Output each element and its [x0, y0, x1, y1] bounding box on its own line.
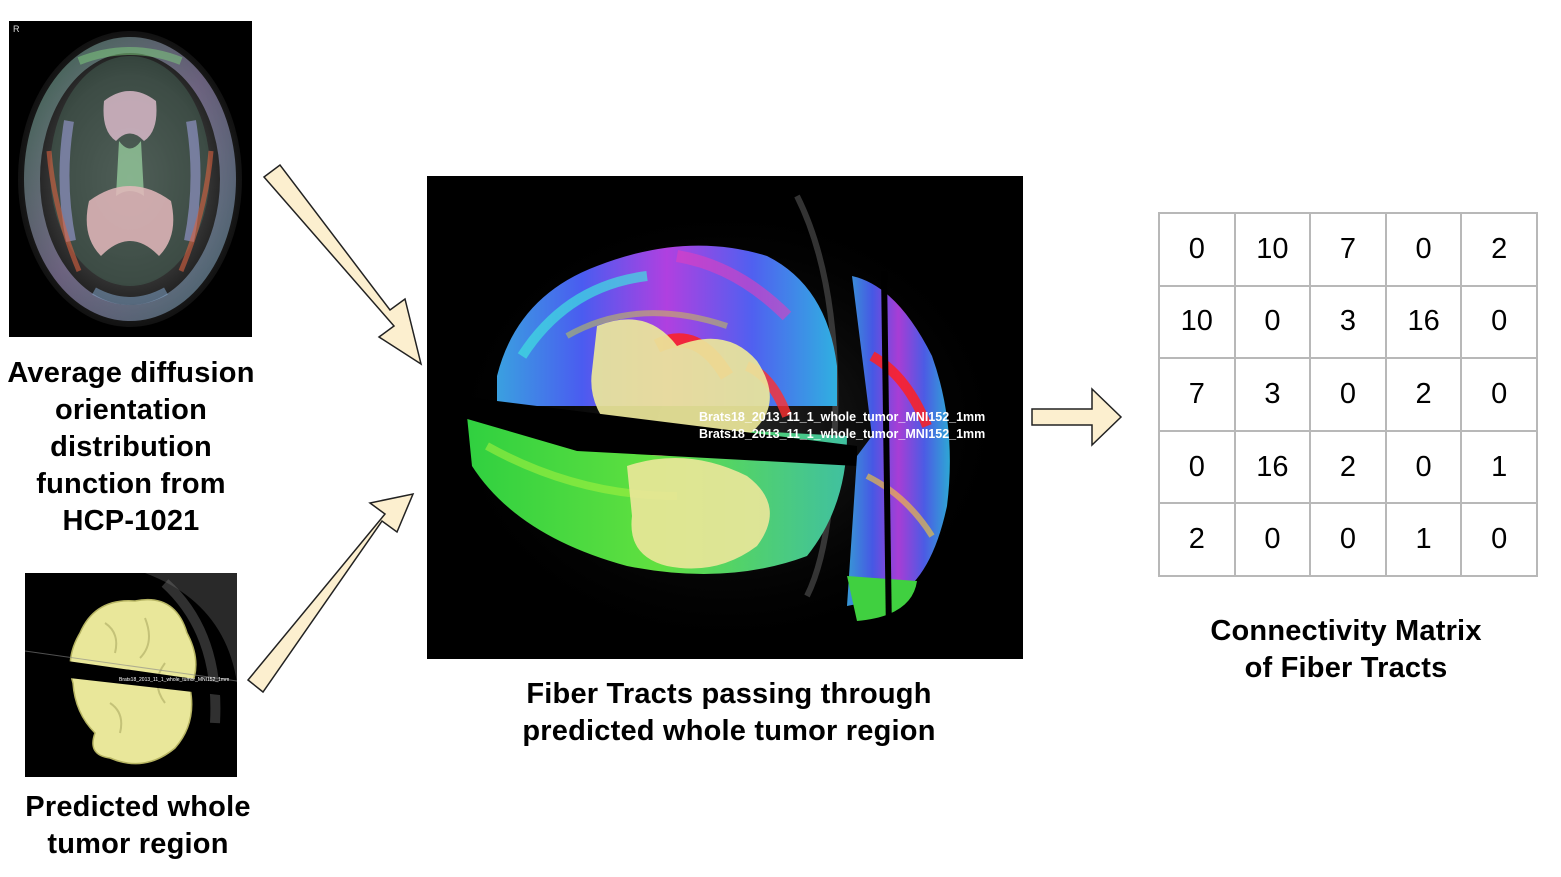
matrix-cell: 7 [1309, 212, 1387, 287]
fiber-caption: Fiber Tracts passing through predicted w… [427, 676, 1031, 750]
odf-caption: Average diffusion orientation distributi… [0, 355, 262, 540]
matrix-cell: 10 [1233, 212, 1312, 287]
fiber-tracts-image: Brats18_2013_11_1_whole_tumor_MNI152_1mm… [427, 176, 1023, 659]
matrix-cell: 0 [1309, 502, 1387, 577]
matrix-cell: 0 [1309, 357, 1387, 432]
matrix-cell: 2 [1309, 429, 1387, 505]
matrix-cell: 10 [1158, 284, 1236, 360]
matrix-cell: 0 [1460, 357, 1538, 432]
odf-caption-line: orientation [54, 394, 208, 426]
matrix-cell: 2 [1384, 357, 1463, 432]
matrix-cell: 3 [1233, 357, 1312, 432]
matrix-cell: 7 [1158, 357, 1236, 432]
matrix-cell: 0 [1460, 502, 1538, 577]
odf-brain-image: R [9, 21, 252, 337]
matrix-cell: 16 [1384, 284, 1463, 360]
odf-caption-line: distribution [50, 431, 212, 463]
tumor-caption: Predicted whole tumor region [0, 789, 276, 863]
arrow-tumor-to-fiber [246, 492, 415, 694]
tumor-graphic [25, 573, 237, 765]
matrix-cell: 0 [1233, 502, 1312, 577]
fiber-caption-line: Fiber Tracts passing through [526, 678, 932, 710]
odf-caption-line: Average diffusion [7, 357, 255, 389]
matrix-caption-line: of Fiber Tracts [1244, 652, 1448, 684]
matrix-cell: 0 [1384, 212, 1463, 287]
matrix-cell: 0 [1460, 284, 1538, 360]
arrow-odf-to-fiber [262, 163, 423, 366]
odf-caption-line: HCP-1021 [62, 505, 200, 537]
orientation-label: R [13, 24, 20, 34]
fiber-caption-line: predicted whole tumor region [522, 715, 936, 747]
fiber-overlay-label-2: Brats18_2013_11_1_whole_tumor_MNI152_1mm [699, 427, 986, 441]
arrow-fiber-to-matrix [1031, 387, 1123, 447]
odf-caption-line: function from [36, 468, 226, 500]
tumor-caption-line: tumor region [47, 828, 229, 860]
matrix-caption-line: Connectivity Matrix [1210, 615, 1482, 647]
matrix-cell: 0 [1158, 429, 1236, 505]
matrix-cell: 0 [1384, 429, 1463, 505]
matrix-cell: 2 [1460, 212, 1538, 287]
tumor-overlay-label: Brats18_2013_11_1_whole_tumor_MNI152_1mm [119, 677, 230, 683]
matrix-caption: Connectivity Matrix of Fiber Tracts [1158, 613, 1534, 687]
matrix-cell: 0 [1233, 284, 1312, 360]
matrix-cell: 1 [1384, 502, 1463, 577]
tumor-caption-line: Predicted whole [25, 791, 251, 823]
fiber-overlay-label-1: Brats18_2013_11_1_whole_tumor_MNI152_1mm [699, 410, 986, 424]
matrix-cell: 3 [1309, 284, 1387, 360]
odf-brain-graphic [18, 31, 242, 327]
fiber-tracts-graphic [437, 194, 1017, 656]
tumor-region-image: Brats18_2013_11_1_whole_tumor_MNI152_1mm [25, 573, 237, 777]
matrix-cell: 2 [1158, 502, 1236, 577]
matrix-cell: 0 [1158, 212, 1236, 287]
matrix-cell: 1 [1460, 429, 1538, 505]
matrix-cell: 16 [1233, 429, 1312, 505]
